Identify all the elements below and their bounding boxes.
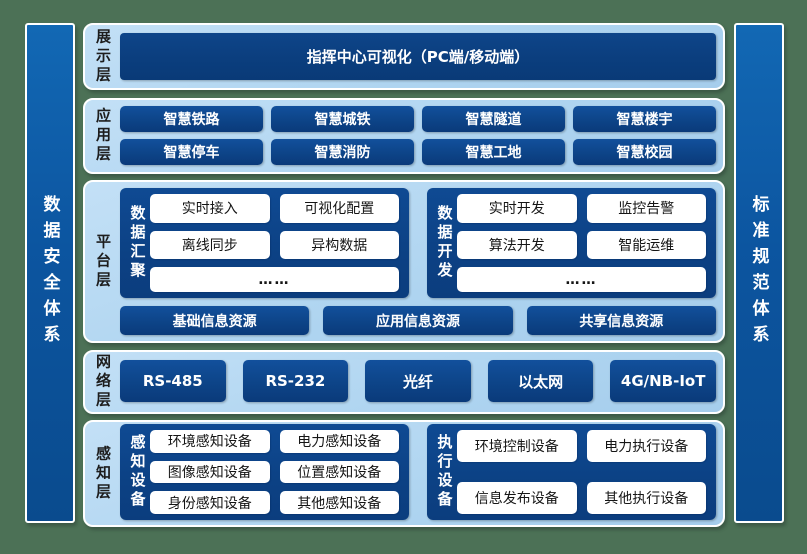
net-box-rs485: RS-485 (120, 360, 226, 402)
layer-label-perception: 感知层 (94, 445, 112, 502)
left-pillar-label: 数据安全体系 (39, 195, 60, 351)
group-execution-devices: 执行设备 环境控制设备 电力执行设备 信息发布设备 其他执行设备 (427, 424, 716, 520)
layer-label-application: 应用层 (94, 107, 112, 165)
layer-panel-display: 展示层 指挥中心可视化（PC端/移动端） (83, 23, 725, 90)
dev-box-algorithm-dev: 算法开发 (457, 230, 577, 260)
right-pillar-standards: 标准规范体系 (734, 23, 784, 523)
sense-box-location: 位置感知设备 (279, 460, 399, 484)
exec-box-power-execution: 电力执行设备 (586, 430, 706, 462)
left-pillar-data-security: 数据安全体系 (25, 23, 75, 523)
app-box-smart-building: 智慧楼宇 (573, 106, 716, 132)
layer-label-network: 网络层 (94, 353, 112, 411)
group-label-data-aggregation: 数据汇聚 (128, 205, 147, 281)
dev-box-intelligent-ops: 智能运维 (586, 230, 706, 260)
net-box-ethernet: 以太网 (487, 360, 594, 402)
data-development-grid: 实时开发 监控告警 算法开发 智能运维 …… (457, 194, 706, 292)
agg-box-offline-sync: 离线同步 (150, 230, 270, 260)
sense-box-power: 电力感知设备 (279, 430, 399, 453)
layer-panel-application: 应用层 智慧铁路 智慧城铁 智慧隧道 智慧楼宇 智慧停车 智慧消防 智慧工地 智… (83, 98, 725, 174)
right-pillar-label: 标准规范体系 (748, 195, 769, 351)
network-row: RS-485 RS-232 光纤 以太网 4G/NB-IoT (120, 360, 716, 402)
sense-box-identity: 身份感知设备 (150, 491, 270, 514)
dev-box-monitor-alert: 监控告警 (586, 194, 706, 223)
agg-box-more: …… (150, 267, 399, 292)
layer-panel-platform: 平台层 数据汇聚 实时接入 可视化配置 离线同步 异构数据 …… 数据开发 实时… (83, 180, 725, 343)
agg-box-visual-config: 可视化配置 (279, 194, 399, 223)
agg-box-heterogeneous-data: 异构数据 (279, 230, 399, 260)
resource-box-basic-info: 基础信息资源 (120, 306, 310, 335)
layer-label-platform: 平台层 (94, 233, 112, 290)
group-label-data-development: 数据开发 (435, 205, 454, 281)
command-center-label: 指挥中心可视化（PC端/移动端） (306, 48, 530, 66)
application-row-2: 智慧停车 智慧消防 智慧工地 智慧校园 (120, 139, 716, 165)
net-box-fiber: 光纤 (365, 360, 471, 402)
app-box-smart-tunnel: 智慧隧道 (422, 106, 565, 132)
dev-box-realtime-dev: 实时开发 (457, 194, 577, 223)
app-box-smart-railway: 智慧铁路 (120, 106, 263, 132)
app-box-smart-metro: 智慧城铁 (271, 106, 414, 132)
sense-box-other: 其他感知设备 (279, 491, 399, 514)
agg-box-realtime-access: 实时接入 (150, 194, 270, 223)
group-data-development: 数据开发 实时开发 监控告警 算法开发 智能运维 …… (427, 188, 716, 298)
group-label-execution-devices: 执行设备 (435, 434, 454, 510)
group-data-aggregation: 数据汇聚 实时接入 可视化配置 离线同步 异构数据 …… (120, 188, 409, 298)
platform-resources-row: 基础信息资源 应用信息资源 共享信息资源 (120, 306, 716, 335)
sensing-devices-grid: 环境感知设备 电力感知设备 图像感知设备 位置感知设备 身份感知设备 其他感知设… (150, 430, 399, 514)
app-box-smart-worksite: 智慧工地 (422, 139, 565, 165)
dev-box-more: …… (457, 267, 706, 292)
app-box-smart-campus: 智慧校园 (573, 139, 716, 165)
execution-devices-grid: 环境控制设备 电力执行设备 信息发布设备 其他执行设备 (457, 430, 706, 514)
layer-label-display: 展示层 (94, 28, 112, 85)
group-label-sensing-devices: 感知设备 (128, 434, 147, 510)
perception-groups: 感知设备 环境感知设备 电力感知设备 图像感知设备 位置感知设备 身份感知设备 … (120, 424, 716, 520)
layer-panel-perception: 感知层 感知设备 环境感知设备 电力感知设备 图像感知设备 位置感知设备 身份感… (83, 420, 725, 527)
net-box-4g-nb-iot: 4G/NB-IoT (610, 360, 716, 402)
application-row-1: 智慧铁路 智慧城铁 智慧隧道 智慧楼宇 (120, 106, 716, 132)
app-box-smart-firefighting: 智慧消防 (271, 139, 414, 165)
command-center-box: 指挥中心可视化（PC端/移动端） (120, 33, 716, 80)
exec-box-info-publishing: 信息发布设备 (457, 482, 577, 514)
layer-panel-network: 网络层 RS-485 RS-232 光纤 以太网 4G/NB-IoT (83, 350, 725, 414)
exec-box-other-execution: 其他执行设备 (586, 482, 706, 514)
data-aggregation-grid: 实时接入 可视化配置 离线同步 异构数据 …… (150, 194, 399, 292)
net-box-rs232: RS-232 (242, 360, 349, 402)
exec-box-environment-control: 环境控制设备 (457, 430, 577, 462)
group-sensing-devices: 感知设备 环境感知设备 电力感知设备 图像感知设备 位置感知设备 身份感知设备 … (120, 424, 409, 520)
sense-box-image: 图像感知设备 (150, 460, 270, 484)
resource-box-application-info: 应用信息资源 (323, 306, 513, 335)
platform-groups: 数据汇聚 实时接入 可视化配置 离线同步 异构数据 …… 数据开发 实时开发 监… (120, 188, 716, 298)
app-box-smart-parking: 智慧停车 (120, 139, 263, 165)
resource-box-shared-info: 共享信息资源 (526, 306, 716, 335)
sense-box-environment: 环境感知设备 (150, 430, 270, 453)
